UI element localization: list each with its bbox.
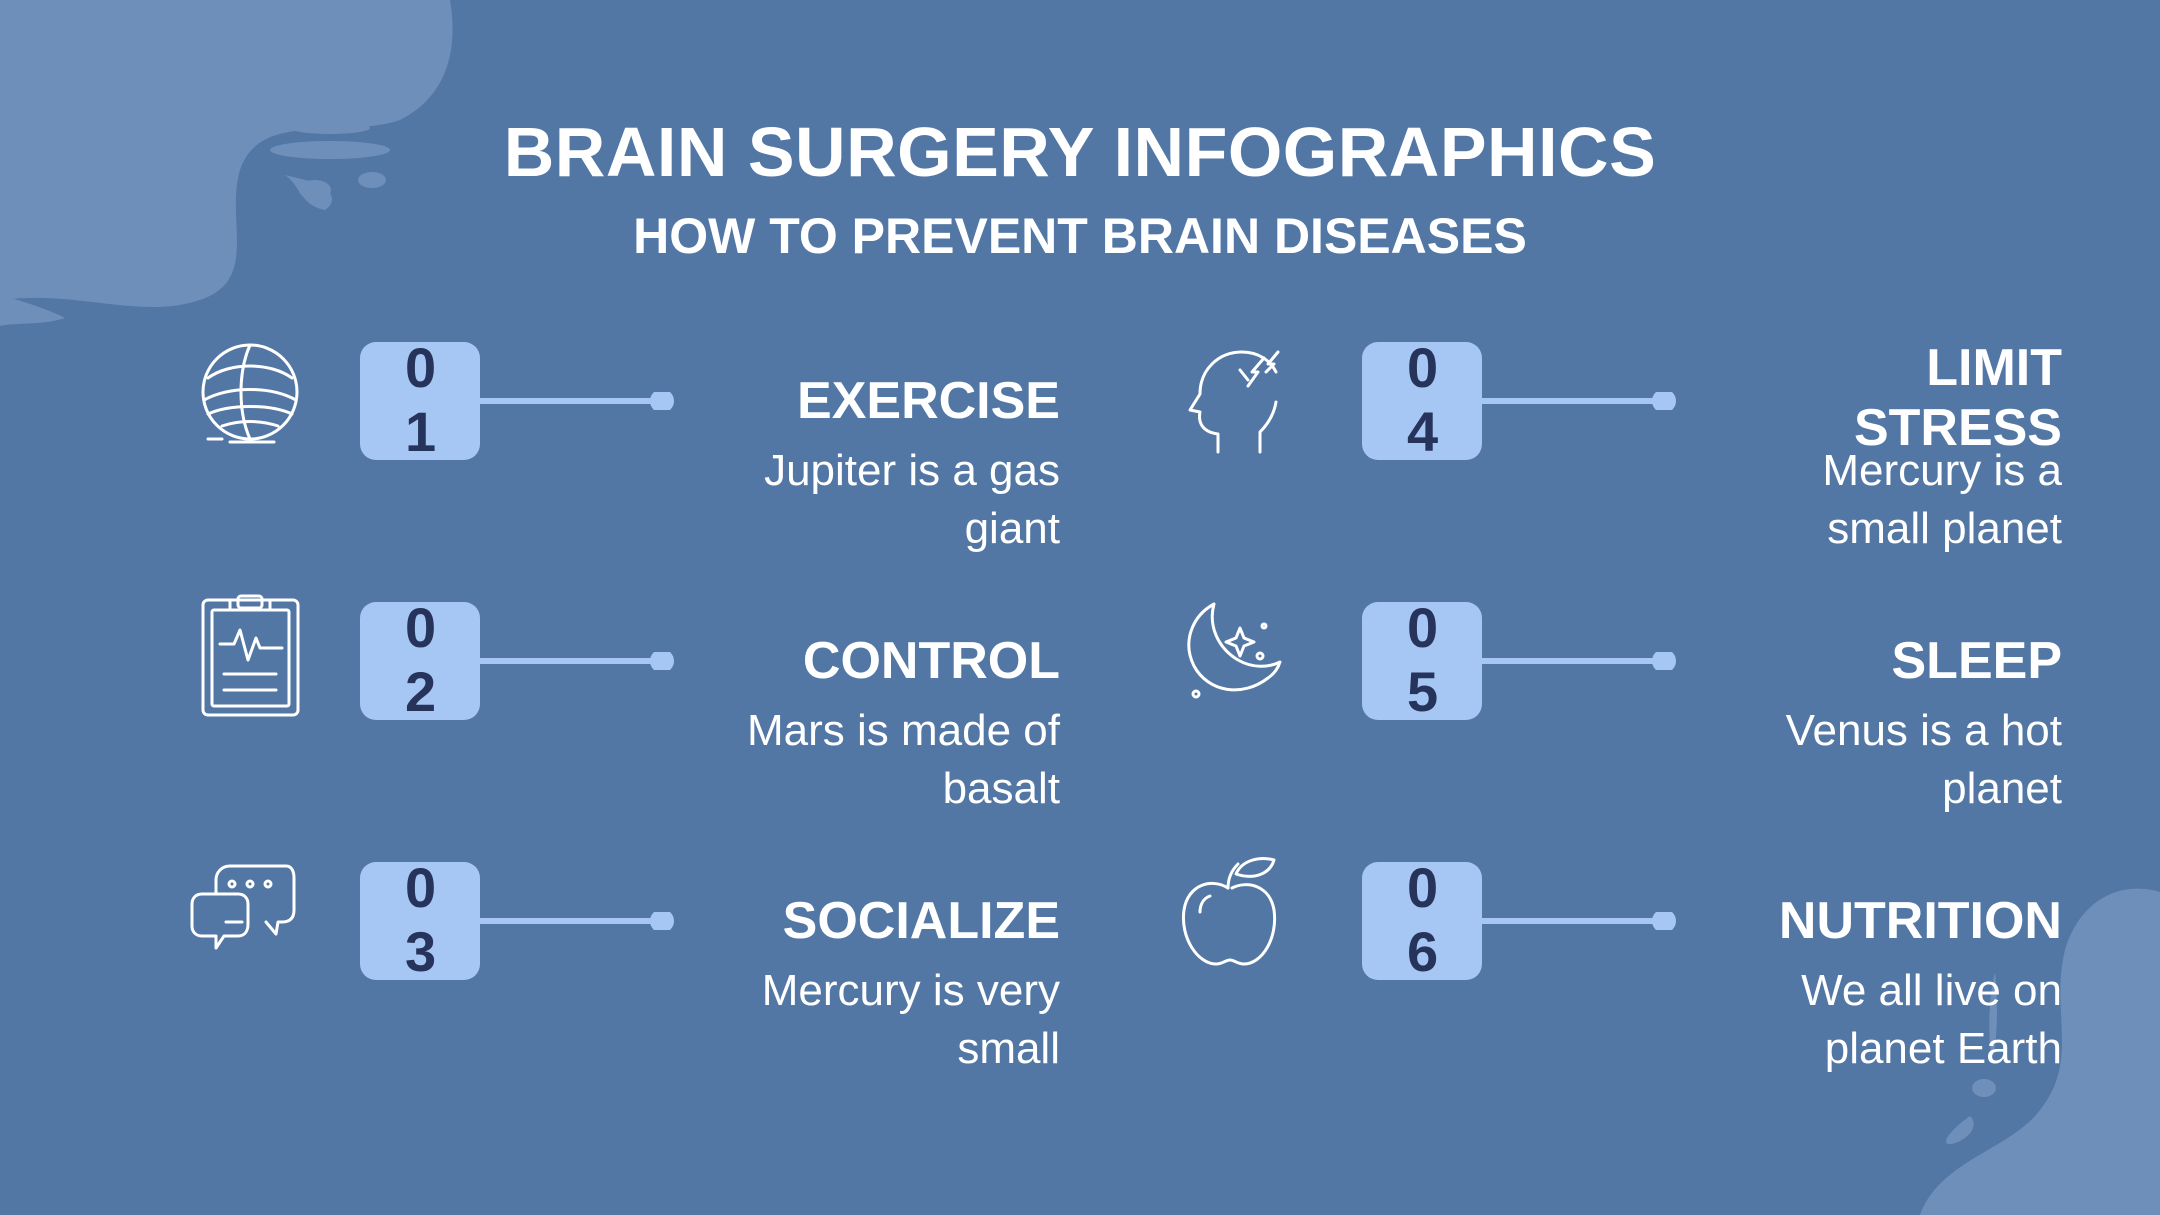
item-label: SOCIALIZE [782, 892, 1060, 950]
item-label: SLEEP [1891, 632, 2063, 690]
item-control: 02 CONTROL Mars is made of basalt [200, 594, 1060, 822]
item-nutrition: 06 NUTRITION We all live on planet Earth [1181, 856, 2062, 1082]
clipboard-heartbeat-icon [201, 594, 300, 717]
item-description: We all live on planet Earth [1801, 966, 2062, 1073]
top-left-blob-decoration [0, 0, 453, 326]
apple-icon [1181, 857, 1277, 966]
item-limit-stress: 04 LIMIT STRESS Mercury is a small plane… [1188, 336, 2062, 562]
item-description: Mercury is a small planet [1822, 446, 2062, 553]
connector-line [1480, 912, 1676, 930]
number-badge: 06 [1362, 856, 1482, 983]
number-badge: 05 [1362, 596, 1482, 723]
item-exercise: 01 EXERCISE Jupiter is a gas giant [200, 336, 1060, 562]
chat-bubbles-icon [190, 864, 296, 950]
number-badge: 03 [360, 856, 480, 983]
number-badge: 04 [1362, 336, 1482, 463]
item-label: LIMIT STRESS [1853, 339, 2062, 457]
item-socialize: 03 SOCIALIZE Mercury is very small [190, 856, 1060, 1082]
item-label: CONTROL [802, 632, 1060, 690]
item-description: Venus is a hot planet [1785, 706, 2062, 813]
bottom-right-blob-decoration [1920, 888, 2160, 1215]
number-badge: 01 [360, 336, 480, 463]
item-label: NUTRITION [1778, 892, 2062, 950]
item-description: Mercury is very small [761, 966, 1060, 1073]
number-badge: 02 [360, 596, 480, 723]
connector-line [1480, 392, 1676, 410]
connector-line [478, 392, 674, 410]
connector-line [1480, 652, 1676, 670]
item-label: EXERCISE [797, 372, 1060, 430]
connector-line [478, 652, 674, 670]
item-description: Mars is made of basalt [747, 706, 1060, 813]
head-stress-icon [1188, 350, 1280, 454]
page-subtitle: HOW TO PREVENT BRAIN DISEASES [633, 208, 1527, 264]
item-sleep: 05 SLEEP Venus is a hot planet [1187, 596, 2063, 822]
brain-icon [201, 343, 299, 444]
item-description: Jupiter is a gas giant [764, 446, 1060, 553]
moon-stars-icon [1187, 602, 1282, 699]
page-title: BRAIN SURGERY INFOGRAPHICS [503, 113, 1657, 191]
connector-line [478, 912, 674, 930]
